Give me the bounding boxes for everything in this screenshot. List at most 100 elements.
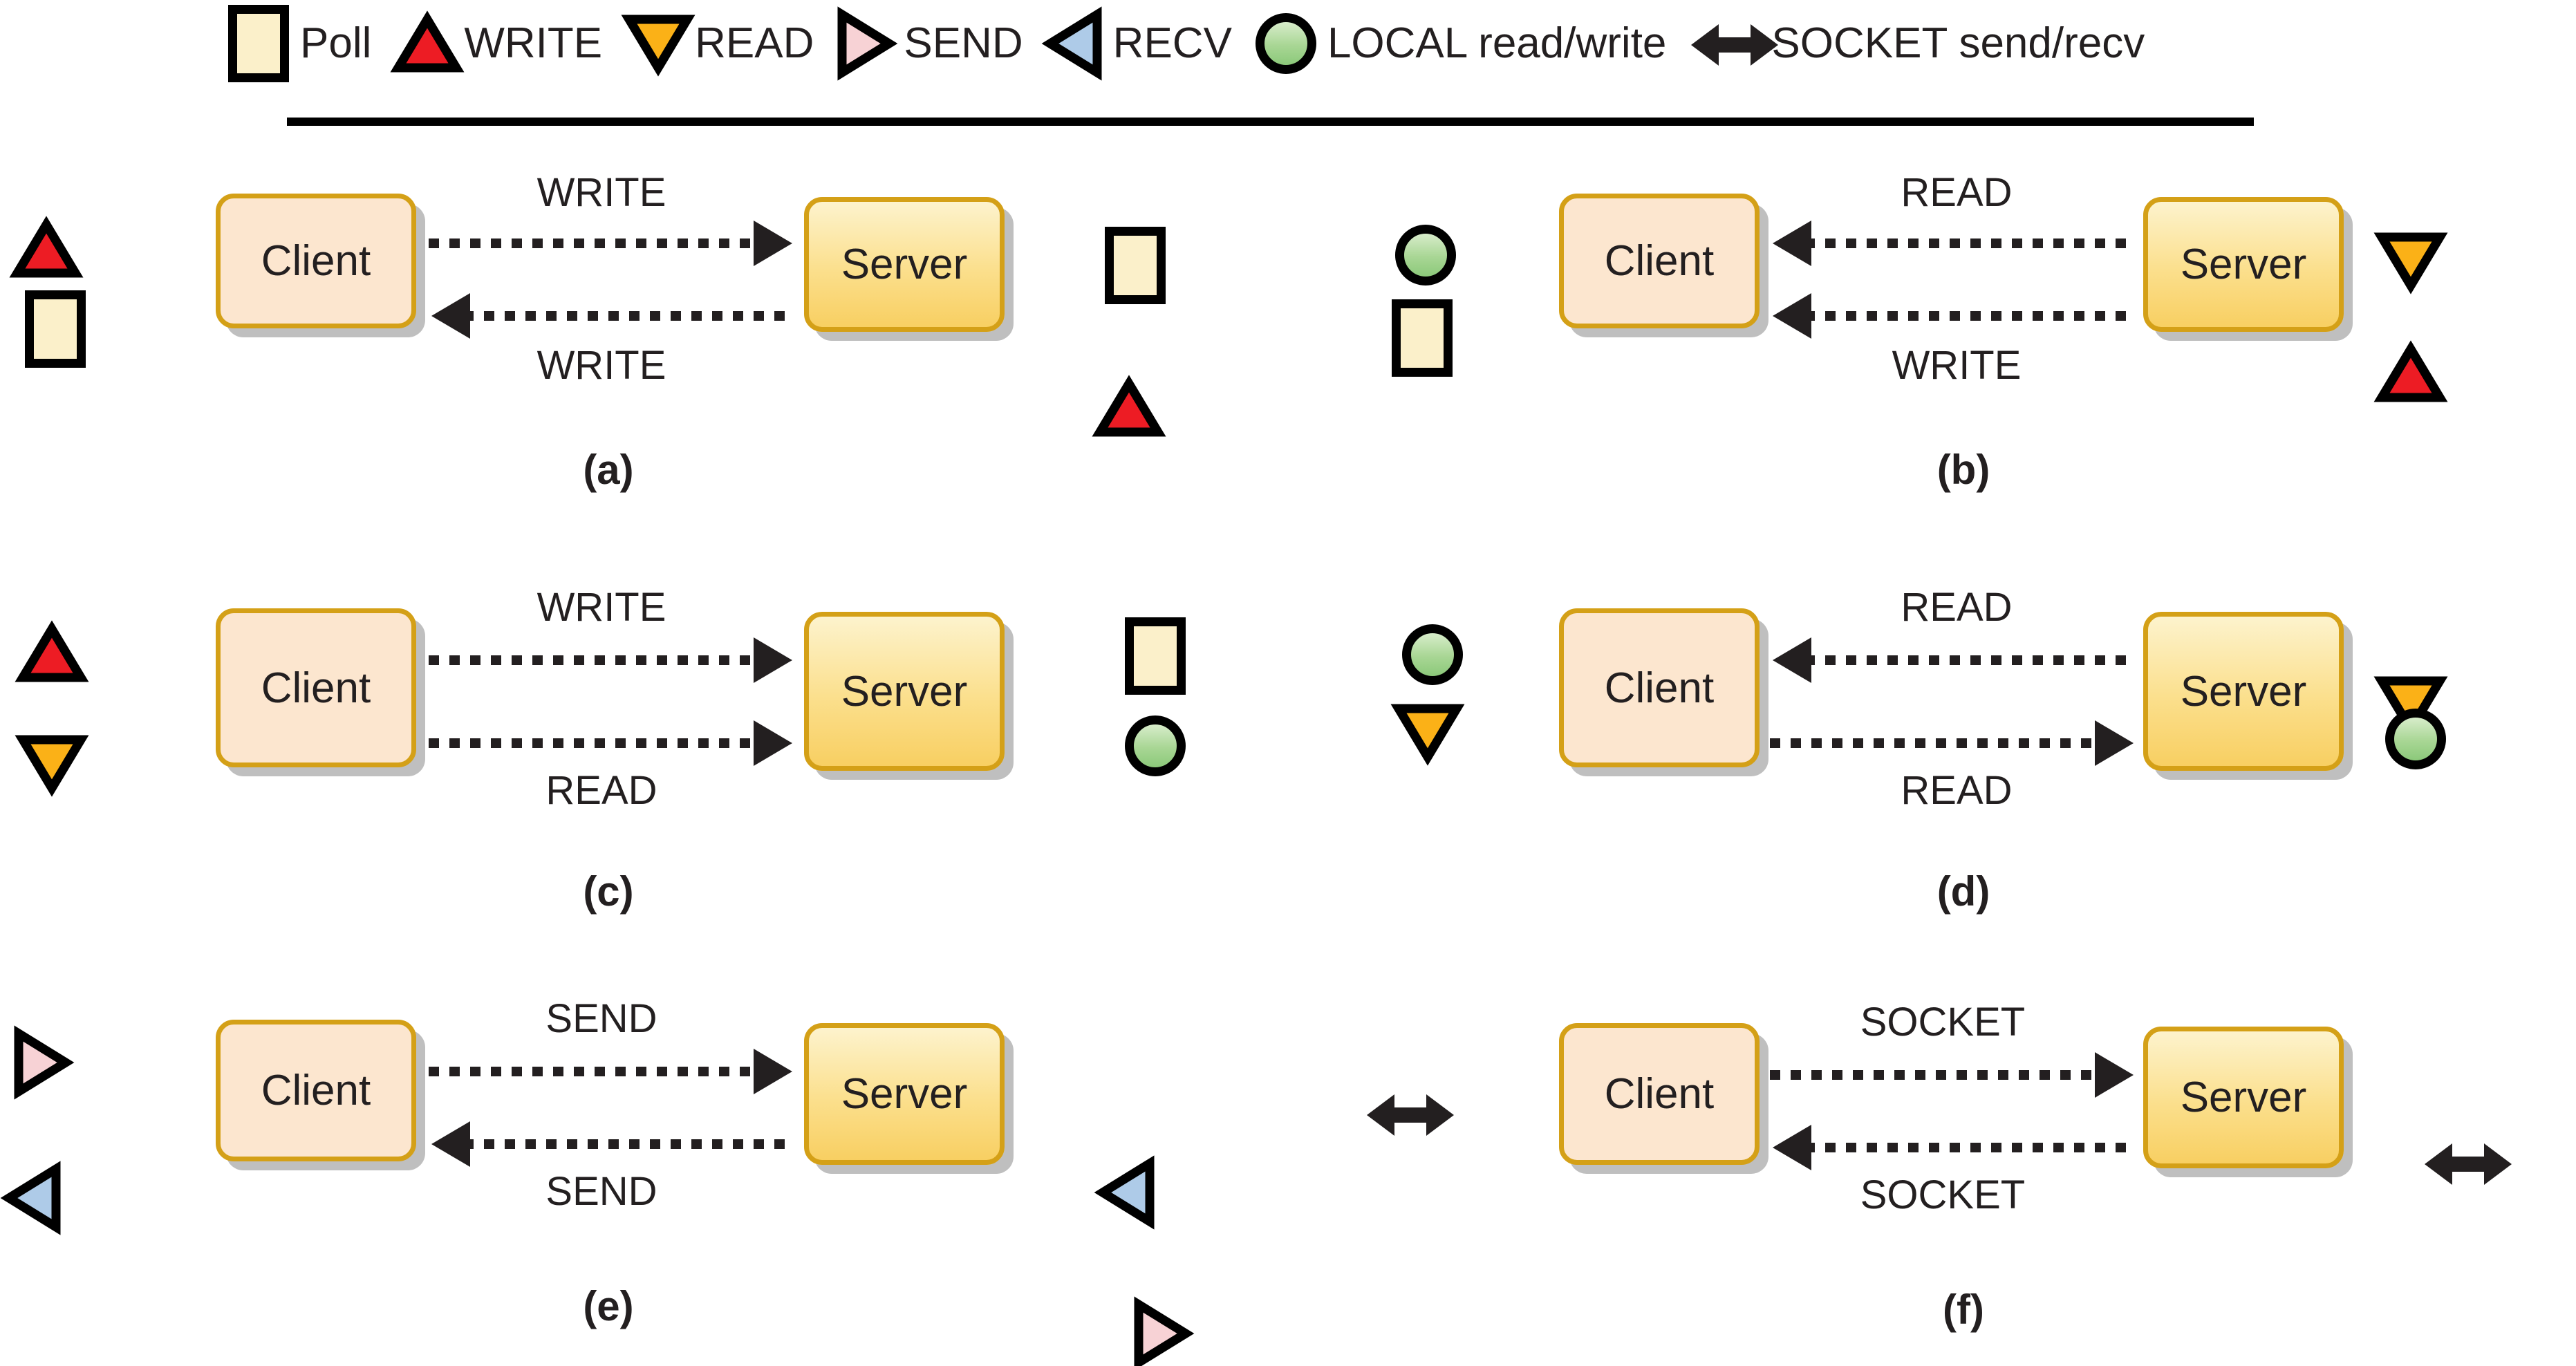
poll-square-icon: [228, 5, 289, 82]
panel-f-top-arrow-line: [1770, 1070, 2102, 1080]
panel-e-bottom-arrow-label: SEND: [545, 1169, 657, 1214]
panel-f-top-arrow-label: SOCKET: [1860, 1000, 2026, 1045]
panel-e-bottom-arrow-head: [431, 1121, 470, 1167]
legend-item-send: SEND: [837, 6, 1046, 82]
panel-c-caption: (c): [583, 868, 634, 915]
panel-f-server-node[interactable]: Server: [2143, 1027, 2344, 1168]
panel-b-client-label: Client: [1604, 237, 1715, 285]
write-triangle-up-icon: [390, 10, 465, 73]
panel-a-bottom-arrow: [431, 293, 795, 339]
panel-d-top-arrow-label: READ: [1901, 585, 2013, 630]
panel-a-client-label: Client: [261, 237, 371, 285]
panel-f-bottom-arrow-head: [1773, 1125, 1811, 1170]
panel-d-top-arrow-head: [1773, 637, 1811, 683]
panel-f-caption: (f): [1943, 1287, 1984, 1333]
panel-a-top-arrow-line: [429, 238, 760, 248]
panel-a-top-arrow-head: [754, 221, 792, 266]
panel-d-client-label: Client: [1604, 664, 1715, 712]
panel-d-caption: (d): [1936, 868, 1990, 915]
panel-f-bottom-arrow: [1773, 1125, 2136, 1170]
panel-a-client-node[interactable]: Client: [216, 194, 416, 328]
panel-b: Client Server READ WRITE (b): [0, 0, 2448, 493]
panel-f-right-marker-socket: [2423, 1140, 2512, 1186]
panel-b-caption: (b): [1936, 447, 1990, 493]
panel-a-bottom-arrow-head: [431, 293, 470, 339]
panel-e-server-node[interactable]: Server: [804, 1023, 1005, 1165]
panel-c-server-node[interactable]: Server: [804, 612, 1005, 771]
panel-d-top-arrow: [1773, 637, 2136, 683]
legend-item-socket: SOCKET send/recv: [1690, 6, 2168, 82]
legend-label-local: LOCAL read/write: [1327, 19, 1667, 67]
panel-f-bottom-arrow-label: SOCKET: [1860, 1172, 2026, 1217]
panel-b-bottom-arrow-head: [1773, 293, 1811, 339]
panel-d-bottom-arrow-line: [1770, 738, 2102, 748]
panel-c-top-arrow-head: [754, 637, 792, 683]
legend-label-send: SEND: [904, 19, 1023, 67]
panel-a-left-marker-write: [9, 216, 84, 278]
panel-c-bottom-arrow-head: [754, 720, 792, 766]
local-circle-icon: [1255, 13, 1316, 74]
panel-e-right-marker-send: [1134, 1296, 1195, 1366]
panel-b-left-marker-poll: [1392, 299, 1453, 377]
panel-f-server-label: Server: [2180, 1074, 2307, 1121]
legend-label-poll: Poll: [300, 19, 372, 67]
panel-f-top-arrow-head: [2095, 1052, 2134, 1098]
panel-d-client-node[interactable]: Client: [1559, 608, 1760, 767]
legend-item-local: LOCAL read/write: [1255, 6, 1690, 82]
panel-e-top-arrow: [429, 1049, 792, 1094]
panel-a-server-node[interactable]: Server: [804, 197, 1005, 332]
panel-d-bottom-arrow-label: READ: [1901, 768, 2013, 813]
panel-e-left-marker-recv: [0, 1161, 61, 1235]
panel-b-server-label: Server: [2180, 241, 2307, 288]
panel-c-left-marker-read: [15, 735, 89, 797]
panel-b-right-marker-write: [2373, 340, 2448, 402]
panel-e-right-marker-recv: [1094, 1155, 1155, 1230]
panel-f: Client Server SOCKET SOCKET (f): [0, 0, 2512, 1333]
panel-a-bottom-arrow-line: [463, 311, 795, 321]
legend-items: Poll WRITE READ SEND RECV: [228, 5, 2168, 82]
panel-c-client-node[interactable]: Client: [216, 608, 416, 767]
panel-b-server-node[interactable]: Server: [2143, 197, 2344, 332]
legend-item-read: READ: [621, 6, 837, 82]
panel-e-left-marker-send: [14, 1025, 75, 1100]
panel-e-caption: (e): [583, 1283, 634, 1329]
panel-e-top-arrow-head: [754, 1049, 792, 1094]
panel-b-top-arrow-line: [1804, 238, 2136, 248]
panel-a-server-label: Server: [841, 241, 968, 288]
panel-d-left-marker-local: [1402, 624, 1463, 685]
panel-b-left-marker-local: [1395, 225, 1456, 286]
panel-a-bottom-arrow-label: WRITE: [536, 343, 666, 388]
panel-d-bottom-arrow: [1770, 720, 2134, 766]
panel-c-server-label: Server: [841, 667, 968, 715]
panel-c-top-arrow-line: [429, 655, 760, 665]
panel-c-right-marker-local: [1125, 715, 1186, 776]
panel-d: Client Server READ READ (d): [0, 0, 2448, 915]
panel-b-top-arrow-label: READ: [1901, 170, 2013, 215]
panel-f-client-node[interactable]: Client: [1559, 1023, 1760, 1165]
read-triangle-down-icon: [621, 15, 696, 77]
panel-d-server-node[interactable]: Server: [2143, 612, 2344, 771]
panel-f-left-marker-socket: [1365, 1091, 1454, 1136]
panel-b-bottom-arrow-line: [1804, 311, 2136, 321]
panel-c-bottom-arrow: [429, 720, 792, 766]
panel-a-top-arrow: [429, 221, 792, 266]
legend-item-poll: Poll: [228, 5, 395, 82]
panel-d-right-marker-local: [2385, 709, 2446, 769]
panel-a: Client Server WRITE WRITE (a): [0, 0, 1166, 493]
legend-item-recv: RECV: [1041, 6, 1256, 82]
panel-e-client-node[interactable]: Client: [216, 1020, 416, 1161]
panel-c-right-marker-poll: [1125, 617, 1186, 695]
legend: Poll WRITE READ SEND RECV: [0, 0, 2576, 131]
panel-c: Client Server WRITE READ (c): [0, 0, 1186, 915]
legend-label-recv: RECV: [1112, 19, 1232, 67]
panel-b-bottom-arrow: [1773, 293, 2136, 339]
panel-c-bottom-arrow-line: [429, 738, 760, 748]
panel-a-left-marker-poll: [25, 290, 86, 368]
panel-a-right-marker-write: [1092, 375, 1166, 437]
panel-d-server-label: Server: [2180, 667, 2307, 715]
panel-b-client-node[interactable]: Client: [1559, 194, 1760, 328]
panel-b-right-marker-read: [2373, 232, 2448, 294]
panel-f-client-label: Client: [1604, 1070, 1715, 1118]
legend-separator-rule: [287, 118, 2254, 126]
legend-label-socket: SOCKET send/recv: [1771, 19, 2145, 67]
